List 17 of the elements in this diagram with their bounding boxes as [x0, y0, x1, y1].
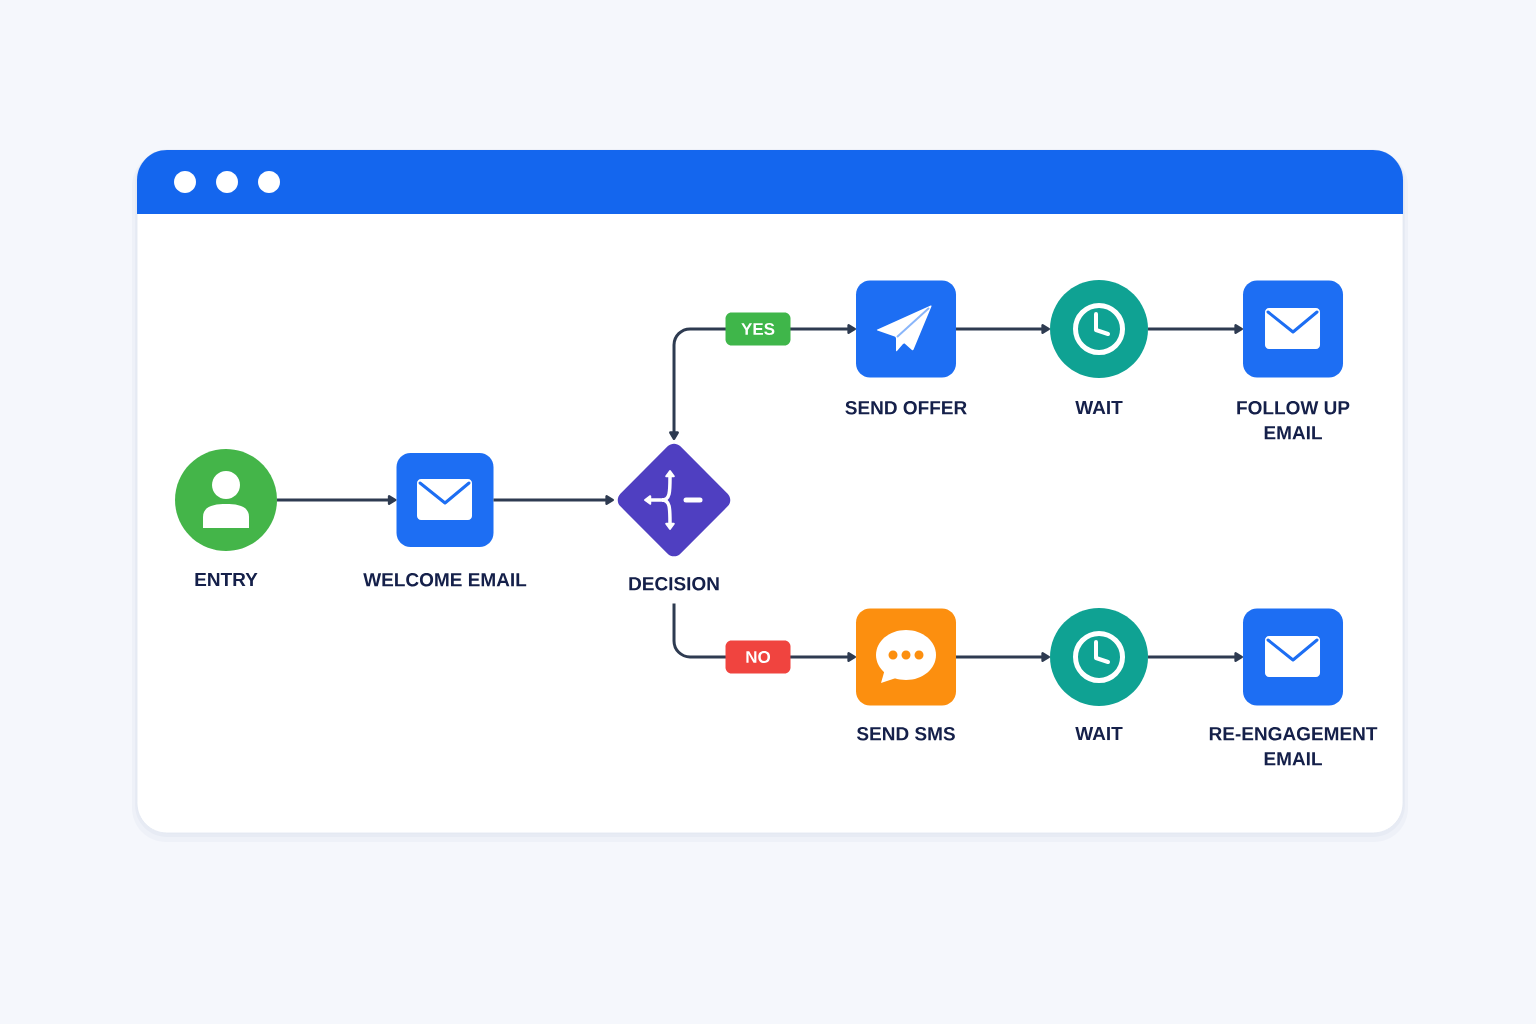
node-label: RE-ENGAGEMENT EMAIL [1209, 727, 1378, 766]
arrow [956, 324, 1050, 334]
arrow [493, 495, 614, 505]
arrow [277, 495, 397, 505]
node-label: SEND SMS [856, 727, 955, 741]
node-label: SEND OFFER [845, 401, 967, 415]
edge-label: NO [725, 640, 791, 674]
arrow [1148, 324, 1243, 334]
node-label: WAIT [1075, 401, 1123, 415]
arrow [956, 652, 1050, 662]
node-label: WELCOME EMAIL [363, 573, 527, 587]
node-label: DECISION [629, 577, 719, 591]
arrow [1148, 652, 1243, 662]
node-label: WAIT [1075, 727, 1123, 741]
node-label: FOLLOW UP EMAIL [1237, 401, 1350, 440]
node-label: ENTRY [195, 573, 258, 587]
edge-label: YES [725, 312, 791, 346]
